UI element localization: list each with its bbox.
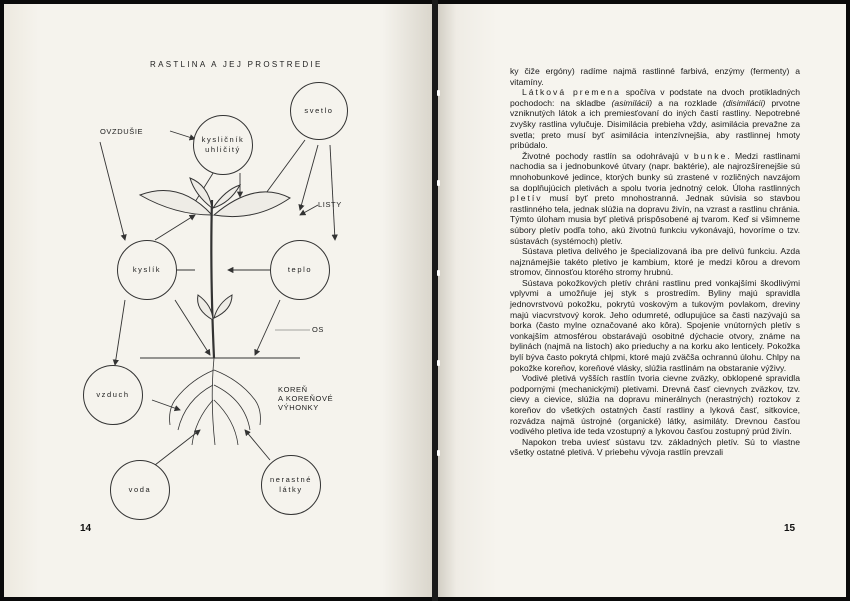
binding-hole: [437, 450, 440, 456]
circle-vzduch: vzduch: [83, 365, 143, 425]
left-page: [4, 4, 434, 597]
label-vyhonky: VÝHONKY: [278, 403, 319, 412]
page-number-left: 14: [80, 523, 92, 534]
circle-teplo: teplo: [270, 240, 330, 300]
right-page: [436, 4, 846, 597]
binding-hole: [437, 360, 440, 366]
text-run: Životné pochody rastlín sa odohrávajú v: [522, 150, 694, 161]
text-run: spočíva v podstate na dvoch protikladnýc…: [510, 87, 800, 108]
paragraph: Vodivé pletivá vyšších rastlín tvoria ci…: [510, 373, 800, 437]
text-run: bunke: [693, 150, 728, 161]
circle-nerastne-latky: nerastné látky: [261, 455, 321, 515]
circle-voda: voda: [110, 460, 170, 520]
paragraph: ky čiže ergóny) radíme najmä rastlinné f…: [510, 66, 800, 87]
text-run: a na rozklade: [652, 97, 723, 108]
label-listy: LISTY: [318, 200, 342, 209]
text-run: Vodivé pletivá vyšších rastlín tvoria ci…: [510, 373, 800, 437]
text-run: pletív: [510, 193, 543, 204]
label-os: OS: [312, 325, 325, 334]
label-koren: KOREŇ: [278, 385, 308, 394]
paragraph: Životné pochody rastlín sa odohrávajú v …: [510, 151, 800, 246]
text-run: (asimilácii): [611, 97, 653, 108]
text-run: Napokon treba uviesť sústavu tzv. základ…: [510, 436, 800, 458]
text-run: prvotne vzniknutých látok a ich premiesť…: [510, 97, 800, 151]
label-a-korenove: A KOREŇOVÉ: [278, 394, 334, 403]
paragraph: Látková premena spočíva v podstate na dv…: [510, 87, 800, 151]
circle-kyslik: kyslík: [117, 240, 177, 300]
binding-hole: [437, 270, 440, 276]
text-run: (disimilácii): [722, 97, 766, 108]
label-ovzdusie: OVZDUŠIE: [100, 127, 144, 136]
binding-hole: [437, 180, 440, 186]
paragraph: Sústava pokožkových pletív chráni rastli…: [510, 278, 800, 373]
figure-title: RASTLINA A JEJ PROSTREDIE: [150, 60, 323, 69]
circle-kyslicnik-uhlicity: kysličník uhličitý: [193, 115, 253, 175]
text-run: . Medzi rastlinami nachodia sa i jednobu…: [510, 150, 800, 193]
circle-svetlo: svetlo: [290, 82, 348, 140]
text-run: Sústava pletiva delivého je špecializova…: [510, 246, 800, 278]
body-text: ky čiže ergóny) radíme najmä rastlinné f…: [510, 66, 800, 458]
text-run: ky čiže ergóny) radíme najmä rastlinné f…: [510, 66, 800, 87]
text-run: Látková premena: [522, 87, 621, 98]
page-number-right: 15: [784, 523, 796, 534]
text-run: Sústava pokožkových pletív chráni rastli…: [510, 277, 800, 373]
text-run: musí byť preto mnohostranná. Jednak súvi…: [510, 193, 800, 246]
paragraph: Sústava pletiva delivého je špecializova…: [510, 246, 800, 278]
paragraph: Napokon treba uviesť sústavu tzv. základ…: [510, 437, 800, 458]
book-spine: [432, 0, 438, 601]
binding-hole: [437, 90, 440, 96]
